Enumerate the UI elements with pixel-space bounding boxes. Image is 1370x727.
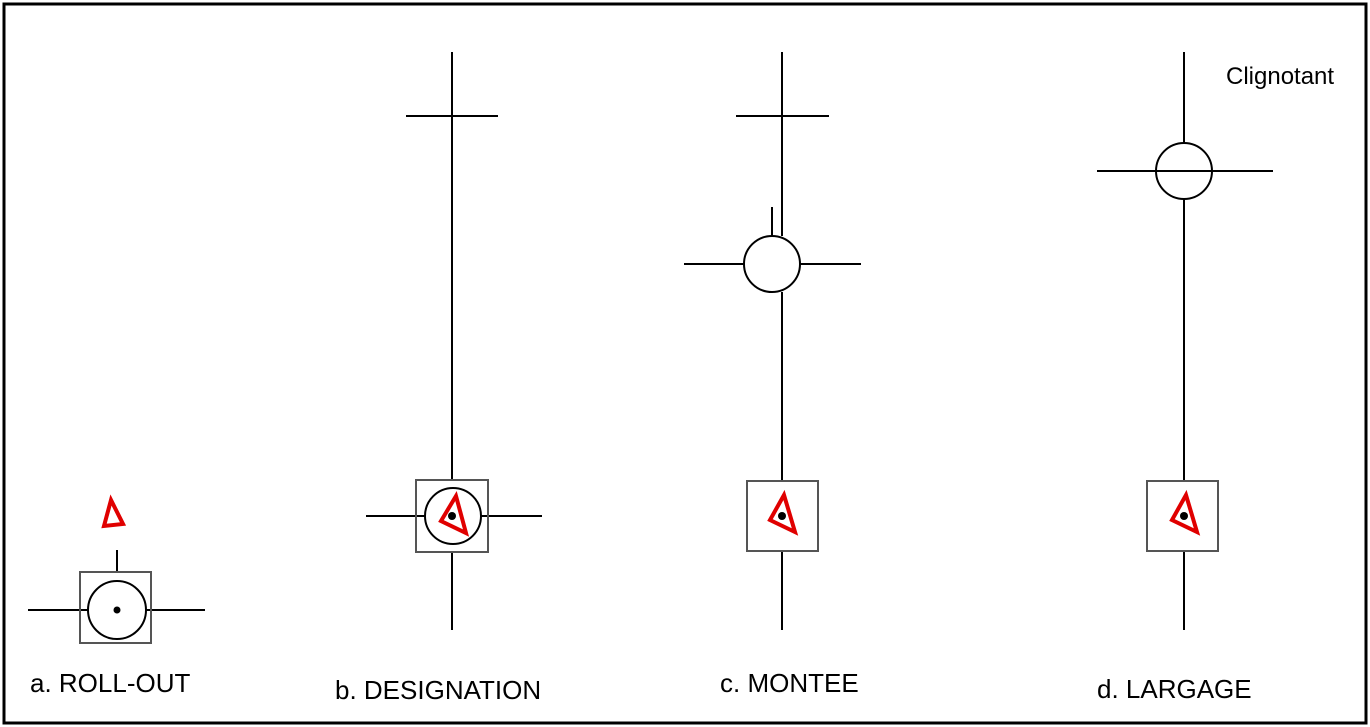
flight-path-circle bbox=[424, 487, 482, 545]
aircraft-marker-icon bbox=[438, 490, 470, 537]
target-box bbox=[415, 479, 489, 553]
panel-b-label: b. DESIGNATION bbox=[335, 675, 541, 705]
panel-a-label: a. ROLL-OUT bbox=[30, 668, 190, 698]
target-box bbox=[1146, 480, 1219, 552]
flight-path-circle bbox=[1155, 142, 1213, 200]
center-dot bbox=[778, 512, 786, 520]
panel-d-largage: Clignotant d. LARGAGE bbox=[1097, 52, 1334, 704]
flight-path-circle bbox=[743, 235, 801, 293]
aircraft-marker-icon bbox=[1169, 489, 1201, 536]
target-box bbox=[79, 571, 152, 644]
panel-b-designation: b. DESIGNATION bbox=[335, 52, 542, 705]
aircraft-marker-icon bbox=[101, 494, 127, 529]
target-box bbox=[746, 480, 819, 552]
panel-c-montee: c. MONTEE bbox=[684, 52, 861, 698]
center-dot bbox=[1180, 512, 1188, 520]
blinking-note: Clignotant bbox=[1226, 63, 1334, 90]
center-dot bbox=[113, 606, 121, 614]
panel-c-label: c. MONTEE bbox=[720, 668, 859, 698]
flight-path-circle bbox=[87, 580, 147, 640]
aircraft-marker-icon bbox=[767, 489, 799, 536]
panel-d-label: d. LARGAGE bbox=[1097, 674, 1252, 704]
center-dot bbox=[448, 512, 456, 520]
panel-a-roll-out: a. ROLL-OUT bbox=[28, 494, 205, 698]
